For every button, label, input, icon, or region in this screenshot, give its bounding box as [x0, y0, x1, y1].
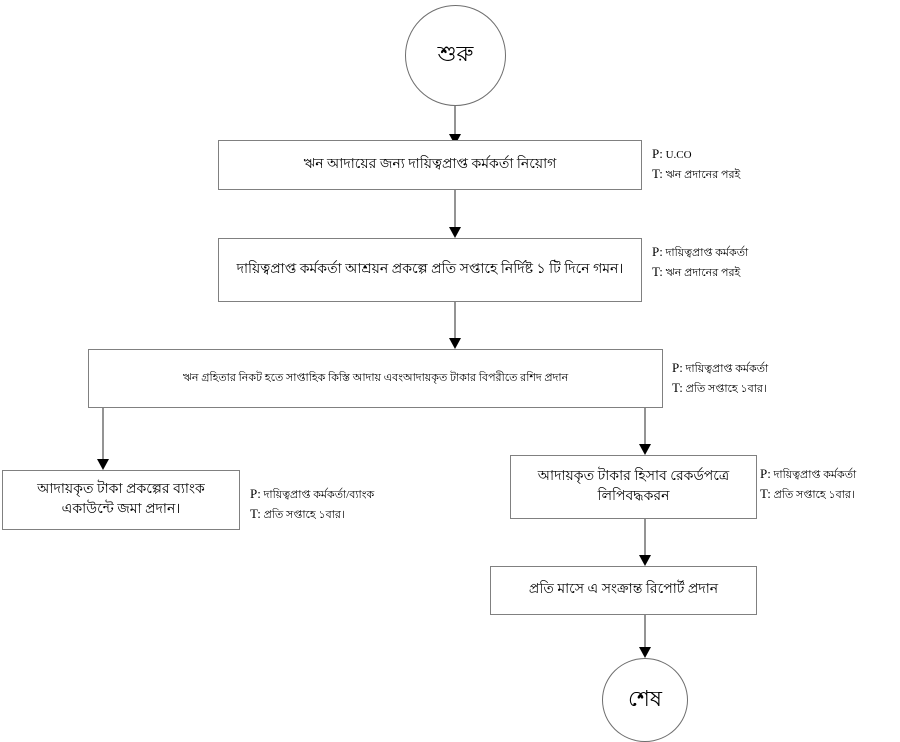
process-box-collect-installment-label: ঋন গ্রহিতার নিকট হতে সাপ্তাহিক কিস্তি আদ…	[182, 371, 569, 384]
process-box-bank-deposit[interactable]: আদায়কৃত টাকা প্রকল্পের ব্যাংক একাউন্টে …	[2, 470, 240, 530]
annotation-person-key: P:	[250, 486, 261, 501]
annotation-step4b-time-value: প্রতি সপ্তাহে ১বার।	[773, 489, 855, 502]
process-box-collect-installment[interactable]: ঋন গ্রহিতার নিকট হতে সাপ্তাহিক কিস্তি আদ…	[88, 349, 663, 408]
annotation-step3-person-value: দায়িত্বপ্রাপ্ত কর্মকর্তা	[685, 363, 769, 375]
process-box-weekly-visit[interactable]: দায়িত্বপ্রাপ্ত কর্মকর্তা আশ্রয়ন প্রকল্…	[218, 238, 642, 302]
annotation-step1-time-value: ঋন প্রদানের পরই	[665, 169, 741, 182]
annotation-step4b-time-line: T: প্রতি সপ্তাহে ১বার।	[760, 484, 856, 504]
annotation-step3-person-line: P: দায়িত্বপ্রাপ্ত কর্মকর্তা	[672, 358, 768, 378]
annotation-person-key: P:	[760, 466, 771, 481]
annotation-step4a-time-line: T: প্রতি সপ্তাহে ১বার।	[250, 504, 374, 524]
annotation-step1-person-line: P: U.CO	[652, 144, 740, 164]
annotation-step4a-person-line: P: দায়িত্বপ্রাপ্ত কর্মকর্তা/ব্যাংক	[250, 484, 374, 504]
process-box-appoint-officer-label: ঋন আদায়ের জন্য দায়িত্বপ্রাপ্ত কর্মকর্ত…	[303, 156, 557, 172]
annotation-step1-person-value: U.CO	[665, 149, 692, 161]
annotation-step2-person-line: P: দায়িত্বপ্রাপ্ত কর্মকর্তা	[652, 242, 748, 262]
annotation-step2: P: দায়িত্বপ্রাপ্ত কর্মকর্তা T: ঋন প্রদা…	[652, 242, 748, 282]
annotation-step1-time-line: T: ঋন প্রদানের পরই	[652, 164, 740, 184]
annotation-step2-time-value: ঋন প্রদানের পরই	[665, 267, 741, 280]
annotation-step3-time-line: T: প্রতি সপ্তাহে ১বার।	[672, 378, 768, 398]
process-box-record-entry-label: আদায়কৃত টাকার হিসাব রেকর্ডপত্রে লিপিবদ্…	[537, 468, 730, 504]
annotation-step4a-time-value: প্রতি সপ্তাহে ১বার।	[263, 509, 345, 522]
annotation-step3-time-value: প্রতি সপ্তাহে ১বার।	[685, 383, 767, 396]
annotation-time-key: T:	[760, 486, 771, 502]
annotation-time-key: T:	[672, 380, 683, 396]
annotation-step4b-person-value: দায়িত্বপ্রাপ্ত কর্মকর্তা	[773, 469, 857, 481]
annotation-person-key: P:	[672, 360, 683, 375]
annotation-time-key: T:	[652, 166, 663, 182]
process-box-monthly-report[interactable]: প্রতি মাসে এ সংক্রান্ত রিপোর্ট প্রদান	[490, 566, 757, 615]
process-box-monthly-report-label: প্রতি মাসে এ সংক্রান্ত রিপোর্ট প্রদান	[528, 582, 719, 598]
annotation-person-key: P:	[652, 146, 663, 161]
annotation-step4b-person-line: P: দায়িত্বপ্রাপ্ত কর্মকর্তা	[760, 464, 856, 484]
annotation-step3: P: দায়িত্বপ্রাপ্ত কর্মকর্তা T: প্রতি সপ…	[672, 358, 768, 398]
process-box-record-entry[interactable]: আদায়কৃত টাকার হিসাব রেকর্ডপত্রে লিপিবদ্…	[510, 455, 757, 519]
terminator-end-label: শেষ	[627, 685, 663, 711]
terminator-end[interactable]: শেষ	[602, 658, 688, 742]
annotation-step2-time-line: T: ঋন প্রদানের পরই	[652, 262, 748, 282]
annotation-step2-person-value: দায়িত্বপ্রাপ্ত কর্মকর্তা	[665, 247, 749, 259]
annotation-person-key: P:	[652, 244, 663, 259]
annotation-step4b: P: দায়িত্বপ্রাপ্ত কর্মকর্তা T: প্রতি সপ…	[760, 464, 856, 504]
terminator-start-label: শুরু	[437, 41, 474, 66]
process-box-appoint-officer[interactable]: ঋন আদায়ের জন্য দায়িত্বপ্রাপ্ত কর্মকর্ত…	[218, 140, 642, 190]
annotation-time-key: T:	[652, 264, 663, 280]
annotation-step4a: P: দায়িত্বপ্রাপ্ত কর্মকর্তা/ব্যাংক T: প…	[250, 484, 374, 524]
process-box-weekly-visit-label: দায়িত্বপ্রাপ্ত কর্মকর্তা আশ্রয়ন প্রকল্…	[236, 261, 624, 277]
annotation-step4a-person-value: দায়িত্বপ্রাপ্ত কর্মকর্তা/ব্যাংক	[263, 489, 375, 501]
annotation-step1: P: U.CO T: ঋন প্রদানের পরই	[652, 144, 740, 184]
annotation-time-key: T:	[250, 506, 261, 522]
process-box-bank-deposit-label: আদায়কৃত টাকা প্রকল্পের ব্যাংক একাউন্টে …	[37, 481, 205, 517]
terminator-start[interactable]: শুরু	[405, 5, 506, 106]
